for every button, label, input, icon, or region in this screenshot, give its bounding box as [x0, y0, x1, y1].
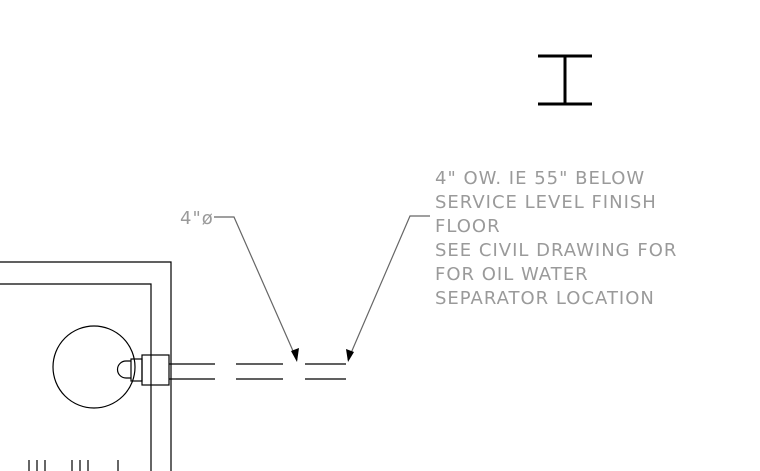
separator-tank [52, 325, 170, 409]
note-block: 4" OW. IE 55" BELOW SERVICE LEVEL FINISH… [435, 168, 677, 309]
note-line: FLOOR [435, 216, 501, 237]
note-line: FOR OIL WATER [435, 264, 589, 285]
pipe-label-leader [214, 216, 299, 362]
pipe-size-label: 4"ø [180, 208, 214, 229]
note-line: SERVICE LEVEL FINISH [435, 192, 657, 213]
pipe-4in [169, 363, 346, 380]
section-marker-symbol [538, 54, 592, 106]
grate-ticks [28, 460, 119, 471]
note-line: SEPARATOR LOCATION [435, 288, 655, 309]
equipment-housing [0, 261, 172, 471]
note-leader [346, 215, 430, 362]
note-line: 4" OW. IE 55" BELOW [435, 168, 645, 189]
note-line: SEE CIVIL DRAWING FOR [435, 240, 677, 261]
